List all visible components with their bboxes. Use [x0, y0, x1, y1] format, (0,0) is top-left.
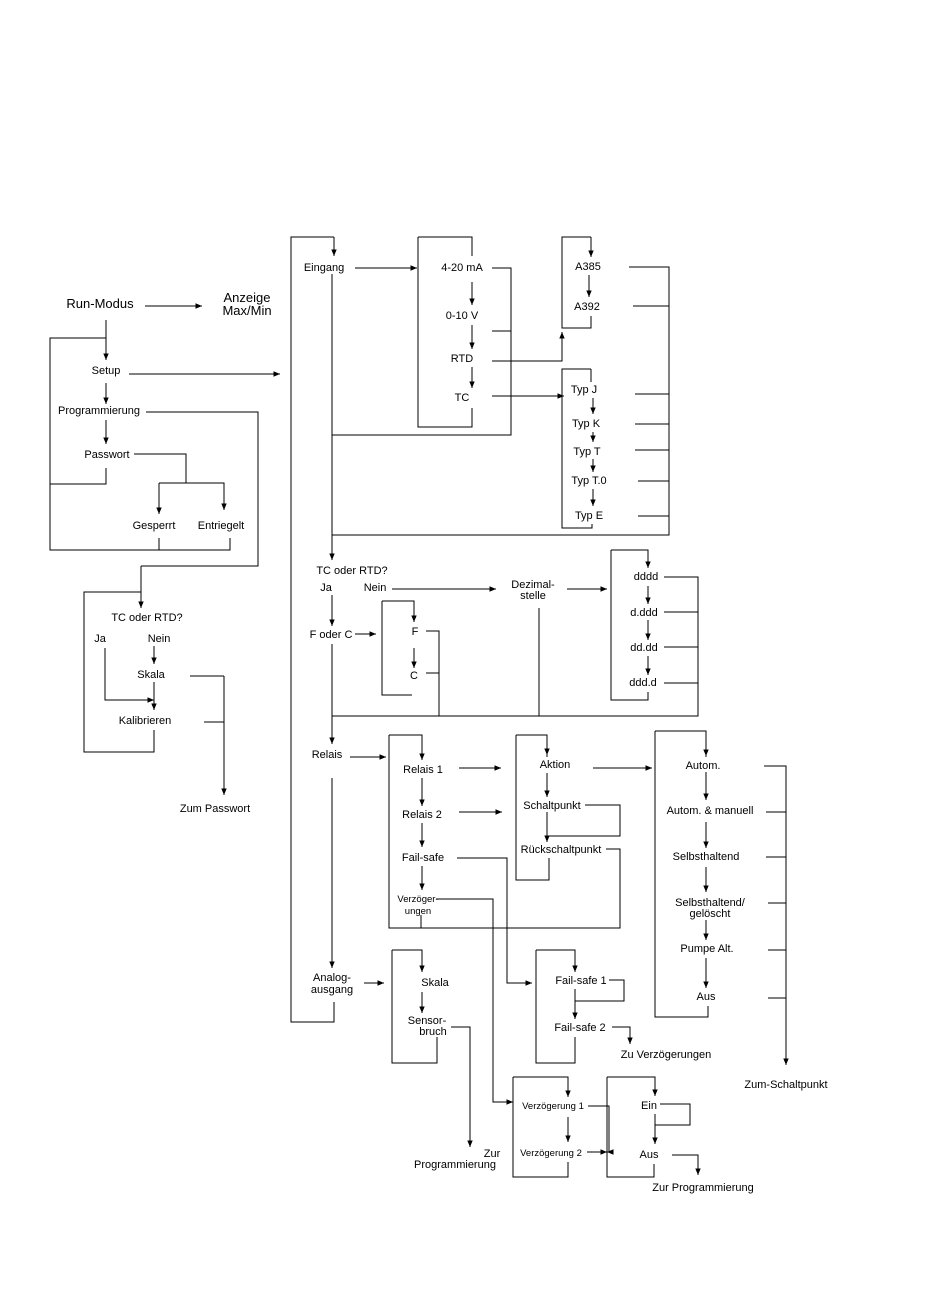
type-k-label: Typ K — [572, 418, 601, 430]
display-maxmin-line1: Anzeige — [224, 290, 271, 305]
calibrate-label: Kalibrieren — [119, 715, 172, 727]
decimal-dd-dd-label: dd.dd — [630, 642, 658, 654]
input-rtd-label: RTD — [451, 353, 473, 365]
to-password-label: Zum Passwort — [180, 803, 250, 815]
relays-label: Relais — [312, 749, 343, 761]
failsafe-label: Fail-safe — [402, 852, 444, 864]
type-e-label: Typ E — [575, 510, 603, 522]
to-programming-b-label: Zur Programmierung — [652, 1182, 753, 1194]
yes-mid-label: Ja — [320, 582, 333, 594]
latching-cleared-line1: Selbsthaltend/ — [675, 897, 746, 909]
pump-alt-label: Pumpe Alt. — [680, 943, 733, 955]
type-j-label: Typ J — [571, 384, 597, 396]
to-setpoint-label: Zum-Schaltpunkt — [744, 1079, 827, 1091]
to-programming-a-line1: Zur — [484, 1148, 501, 1160]
programming-label: Programmierung — [58, 405, 140, 417]
failsafe-2-label: Fail-safe 2 — [554, 1022, 605, 1034]
decimal-d-ddd-label: d.ddd — [630, 607, 658, 619]
to-programming-a-line2: Programmierung — [414, 1159, 496, 1171]
off-mode-label: Aus — [697, 991, 716, 1003]
delay-2-label: Verzögerung 2 — [520, 1148, 582, 1159]
yes-left-label: Ja — [94, 633, 107, 645]
setup-label: Setup — [92, 365, 121, 377]
display-maxmin-line2: Max/Min — [222, 303, 271, 318]
type-t-label: Typ T — [573, 446, 601, 458]
failsafe-1-label: Fail-safe 1 — [555, 975, 606, 987]
auto-label: Autom. — [686, 760, 721, 772]
unlocked-label: Entriegelt — [198, 520, 244, 532]
latching-cleared-line2: gelöscht — [690, 908, 731, 920]
a385-label: A385 — [575, 261, 601, 273]
to-delays-label: Zu Verzögerungen — [621, 1049, 712, 1061]
input-4-20ma-label: 4-20 mA — [441, 262, 483, 274]
tc-or-rtd-left-label: TC oder RTD? — [111, 612, 182, 624]
input-tc-label: TC — [455, 392, 470, 404]
decimal-line1: Dezimal- — [511, 579, 555, 591]
unit-c-label: C — [410, 670, 418, 682]
on-label: Ein — [641, 1100, 657, 1112]
sensor-break-line1: Sensor- — [408, 1015, 447, 1027]
auto-manual-label: Autom. & manuell — [667, 805, 754, 817]
delays-line2: ungen — [405, 906, 431, 917]
a392-label: A392 — [574, 301, 600, 313]
unit-f-label: F — [412, 626, 419, 638]
f-or-c-label: F oder C — [310, 629, 353, 641]
tc-or-rtd-mid-label: TC oder RTD? — [316, 565, 387, 577]
delays-line1: Verzöger- — [397, 894, 438, 905]
relay-1-label: Relais 1 — [403, 764, 443, 776]
locked-label: Gesperrt — [133, 520, 176, 532]
reset-point-label: Rückschaltpunkt — [521, 844, 602, 856]
type-t0-label: Typ T.0 — [571, 475, 606, 487]
input-0-10v-label: 0-10 V — [446, 310, 479, 322]
decimal-line2: stelle — [520, 590, 546, 602]
input-label: Eingang — [304, 262, 344, 274]
sensor-break-line2: bruch — [419, 1026, 447, 1038]
analog-output-line2: ausgang — [311, 984, 353, 996]
no-left-label: Nein — [148, 633, 171, 645]
relay-2-label: Relais 2 — [402, 809, 442, 821]
no-mid-label: Nein — [364, 582, 387, 594]
delay-1-label: Verzögerung 1 — [522, 1101, 584, 1112]
decimal-ddd-d-label: ddd.d — [629, 677, 657, 689]
password-label: Passwort — [84, 449, 129, 461]
analog-output-line1: Analog- — [313, 972, 351, 984]
scale-analog-label: Skala — [421, 977, 449, 989]
diagram-labels: Run-Modus Anzeige Max/Min Setup Programm… — [58, 261, 828, 1194]
decimal-dddd-label: dddd — [634, 571, 658, 583]
connector-lines — [49, 236, 789, 1178]
run-mode-label: Run-Modus — [66, 296, 134, 311]
scale-left-label: Skala — [137, 669, 165, 681]
off-label: Aus — [640, 1149, 659, 1161]
action-label: Aktion — [540, 759, 571, 771]
setpoint-label: Schaltpunkt — [523, 800, 580, 812]
latching-label: Selbsthaltend — [673, 851, 740, 863]
